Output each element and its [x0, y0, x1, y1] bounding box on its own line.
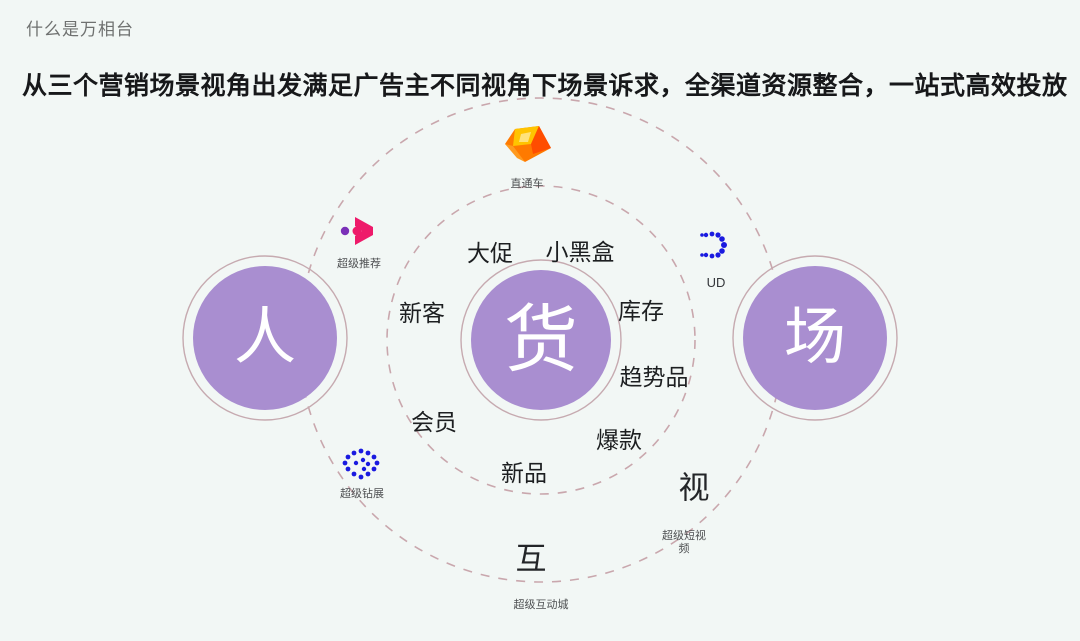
- pillar-ring-place: [732, 255, 898, 421]
- pillar-disc-place[interactable]: [743, 266, 887, 410]
- diamond-dots-icon[interactable]: [342, 448, 380, 480]
- page-title: 从三个营销场景视角出发满足广告主不同视角下场景诉求，全渠道资源整合，一站式高效投…: [22, 72, 1068, 100]
- page-eyebrow: 什么是万相台: [26, 20, 134, 39]
- pillar-disc-people[interactable]: [193, 266, 337, 410]
- ring-char-shi: 视: [678, 470, 710, 506]
- pillar-ring-goods: [460, 259, 622, 421]
- pillar-disc-goods[interactable]: [471, 270, 611, 410]
- node-label-ud[interactable]: UD: [706, 275, 726, 290]
- node-label-chaojihudongcheng[interactable]: 超级互动城: [513, 599, 569, 611]
- ring-char-hu: 互: [515, 541, 547, 577]
- keyword-dacu[interactable]: 大促: [467, 240, 513, 266]
- keyword-xinpin[interactable]: 新品: [501, 460, 547, 486]
- pillar-char-place: 场: [783, 303, 847, 372]
- keyword-xinke[interactable]: 新客: [399, 300, 445, 326]
- keyword-xiaoheihe[interactable]: 小黑盒: [545, 239, 615, 265]
- ud-dots-icon[interactable]: [700, 231, 727, 259]
- pillar-ring-people: [182, 255, 348, 421]
- keyword-kucun[interactable]: 库存: [618, 298, 664, 324]
- keyword-baokuan[interactable]: 爆款: [596, 427, 642, 453]
- pillar-char-goods: 货: [504, 298, 578, 381]
- node-label-chaojituijian[interactable]: 超级推荐: [337, 258, 381, 270]
- node-label-zhitongche[interactable]: 直通车: [510, 178, 544, 190]
- keyword-qushipin[interactable]: 趋势品: [619, 364, 689, 390]
- keyword-huiyuan[interactable]: 会员: [411, 409, 457, 435]
- inner-orbit-dashed-circle: [386, 185, 696, 495]
- arrow-pink-icon[interactable]: [340, 217, 373, 245]
- gem-orange-icon[interactable]: [505, 126, 551, 162]
- node-label-chaojizuanzhan[interactable]: 超级钻展: [340, 488, 384, 500]
- node-label-chaojiduanshipin[interactable]: 超级短视频: [662, 530, 706, 555]
- pillar-char-people: 人: [233, 303, 297, 372]
